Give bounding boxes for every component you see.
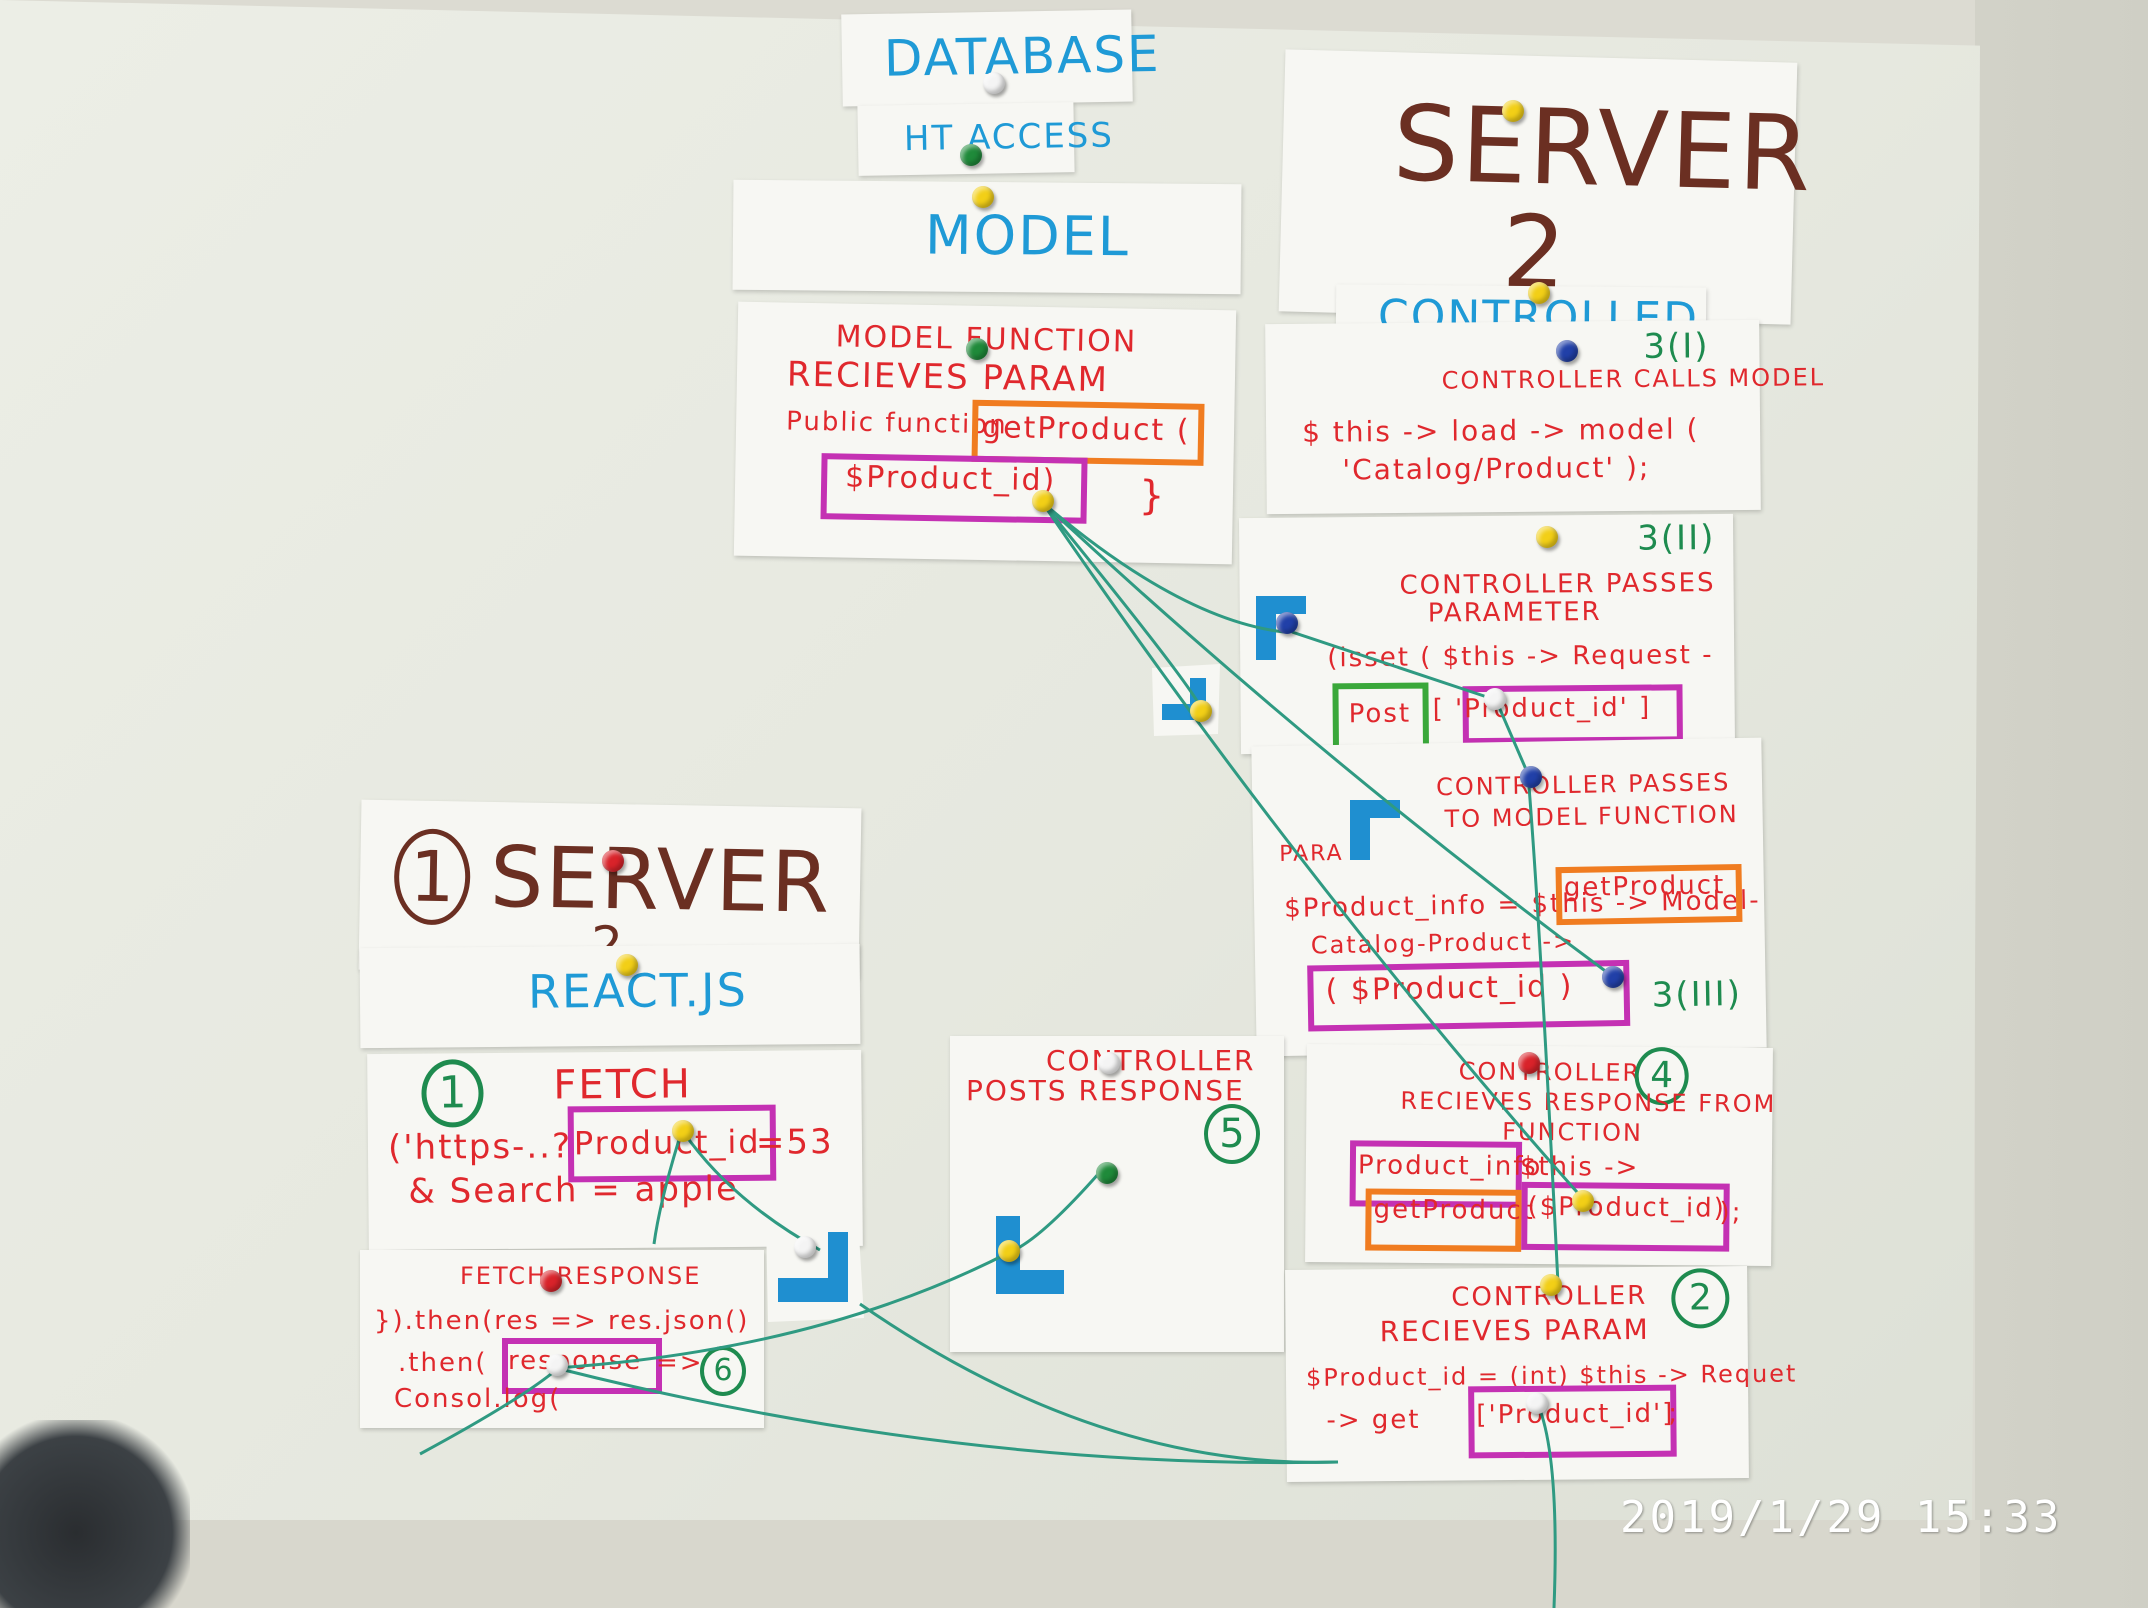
posts-title-1: CONTROLLER [1046, 1044, 1256, 1077]
push-pin-yellow [972, 186, 994, 208]
push-pin-yellow [998, 1240, 1020, 1262]
push-pin-green [960, 144, 982, 166]
fetch-response-title: FETCH RESPONSE [460, 1262, 702, 1290]
push-pin-white [983, 72, 1005, 94]
recv-param-code-2: -> get [1326, 1404, 1421, 1436]
reactjs-label: REACT.JS [527, 962, 749, 1019]
push-pin-yellow [1536, 526, 1558, 548]
fetch-code-1: ('https-..? [387, 1126, 573, 1168]
model-label: MODEL [924, 203, 1131, 269]
fetch-response-code-2: .then( [398, 1348, 488, 1378]
receives-title-2: RECIEVES RESPONSE FROM [1400, 1086, 1777, 1119]
fetch-response-code-3: => [656, 1348, 704, 1378]
fetch-response-code-1: }).then(res => res.json() [374, 1306, 750, 1336]
fetch-title: FETCH [553, 1061, 693, 1109]
blue-arrow-cutout-2 [1152, 664, 1220, 736]
recv-param-title-2: RECIEVES PARAM [1379, 1312, 1650, 1349]
database-label: DATABASE [883, 24, 1162, 88]
card-controller-calls-model: 3(I) CONTROLLER CALLS MODEL $ this -> lo… [1265, 319, 1825, 515]
model-function-code-3: $Product_id) [844, 459, 1057, 499]
receives-code-2: $this -> [1519, 1151, 1640, 1183]
dark-object-corner [0, 1420, 190, 1608]
fetch-response-step: 6 [700, 1346, 746, 1396]
controller-passes-fn-title-2: TO MODEL FUNCTION [1444, 799, 1739, 834]
push-pin-yellow [1502, 100, 1524, 122]
push-pin-yellow [1190, 700, 1212, 722]
model-function-code-4: } [1138, 472, 1167, 520]
push-pin-red [540, 1270, 562, 1292]
receives-code-4: ($Product_id) [1527, 1191, 1726, 1224]
floor [0, 1520, 1980, 1608]
recv-param-code-3: ['Product_id'] [1476, 1398, 1675, 1431]
push-pin-yellow [1032, 490, 1054, 512]
htaccess-label: HT ACCESS [903, 115, 1115, 160]
controller-passes-fn-code-3: ( $Product_id ) [1325, 968, 1574, 1009]
fetch-response-code-resp: response [508, 1346, 643, 1376]
controller-passes-fn-code-get: getProduct [1563, 870, 1726, 904]
push-pin-blue [1602, 966, 1624, 988]
controller-passes-fn-pa: PARA [1279, 840, 1344, 868]
push-pin-blue [1276, 612, 1298, 634]
server1-title: SERVER [489, 827, 833, 932]
fetch-step: 1 [421, 1059, 484, 1128]
push-pin-yellow [616, 954, 638, 976]
card-controller-passes-to-model: CONTROLLER PASSES TO MODEL FUNCTION PARA… [1251, 737, 1767, 1057]
push-pin-green [1096, 1162, 1118, 1184]
push-pin-yellow [1540, 1274, 1562, 1296]
push-pin-white [1526, 1392, 1548, 1414]
push-pin-white [794, 1236, 816, 1258]
controller-passes-code-1: If (isset ( $this -> Request - [1296, 640, 1714, 674]
posts-step: 5 [1204, 1104, 1260, 1164]
receives-code-5: ); [1719, 1197, 1743, 1228]
push-pin-white [546, 1354, 568, 1376]
model-function-title-2: RECIEVES PARAM [786, 354, 1110, 401]
push-pin-red [602, 850, 624, 872]
recv-param-step: 2 [1671, 1268, 1730, 1329]
receives-code-1: Product_info [1357, 1150, 1543, 1183]
push-pin-blue [1520, 766, 1542, 788]
controller-passes-fn-code-2: Catalog-Product -> [1310, 926, 1576, 960]
controller-calls-code-1: $ this -> load -> model ( [1301, 412, 1700, 449]
receives-code-3: getProduct [1373, 1194, 1536, 1226]
push-pin-white [1484, 688, 1506, 710]
photo-timestamp: 2019/1/29 15:33 [1620, 1492, 2063, 1543]
controller-passes-title-2: PARAMETER [1427, 596, 1602, 629]
controller-passes-fn-title-1: CONTROLLER PASSES [1435, 768, 1731, 802]
receives-title-3: FUNCTION [1502, 1117, 1643, 1147]
push-pin-yellow [1572, 1190, 1594, 1212]
fetch-code-2: =53 [755, 1122, 834, 1163]
fetch-code-3: & Search = apple [408, 1168, 740, 1212]
push-pin-yellow [672, 1120, 694, 1142]
controller-passes-fn-step: 3(III) [1651, 973, 1743, 1016]
card-reactjs: REACT.JS [359, 943, 861, 1049]
posts-title-2: POSTS RESPONSE [966, 1074, 1245, 1107]
push-pin-white [1098, 1052, 1120, 1074]
receives-title-1: CONTROLLER [1458, 1057, 1642, 1087]
controller-passes-title-1: CONTROLLER PASSES [1399, 568, 1716, 601]
controller-calls-step: 3(I) [1643, 326, 1710, 367]
fetch-code-param: Product_id [573, 1122, 761, 1163]
fetch-response-code-4: Consol.log( [394, 1384, 562, 1414]
push-pin-blue [1556, 340, 1578, 362]
controller-passes-code-post: Post [1348, 698, 1412, 730]
server1-number: 1 [393, 828, 472, 926]
model-function-code-2: getProduct ( [981, 409, 1191, 449]
blue-arrow-cutout-3 [1350, 800, 1400, 860]
card-fetch-response: FETCH RESPONSE }).then(res => res.json()… [360, 1250, 764, 1428]
blue-arrow-cutout-4 [766, 1218, 864, 1322]
blue-arrow-cutout-5 [978, 1200, 1080, 1308]
controller-calls-code-2: 'Catalog/Product' ); [1342, 450, 1651, 487]
server2-title: SERVER [1391, 82, 1814, 216]
card-controller-receives-param: CONTROLLER 2 RECIEVES PARAM $Product_id … [1285, 1265, 1798, 1483]
controller-passes-step: 3(II) [1636, 518, 1716, 559]
wall [1975, 0, 2148, 1608]
controller-passes-code-2: [ 'Product_id' ] [1432, 692, 1652, 725]
push-pin-yellow [1528, 282, 1550, 304]
controller-calls-title: CONTROLLER CALLS MODEL [1441, 363, 1826, 395]
push-pin-red [1518, 1052, 1540, 1074]
push-pin-green [966, 338, 988, 360]
recv-param-code-4: ; [1668, 1398, 1680, 1429]
card-controller-receives-response: CONTROLLER 4 RECIEVES RESPONSE FROM FUNC… [1305, 1043, 1777, 1267]
